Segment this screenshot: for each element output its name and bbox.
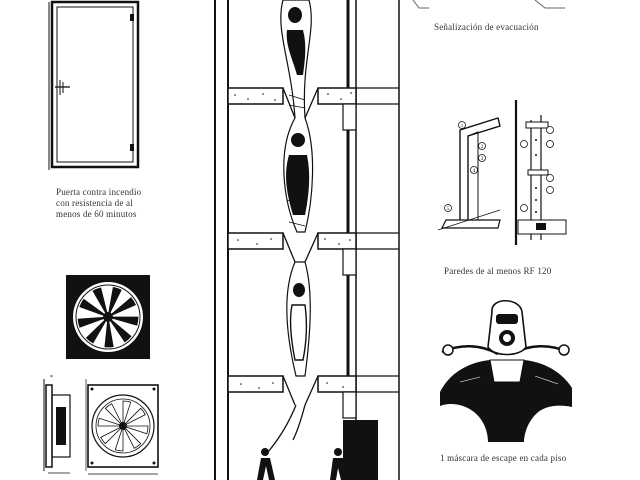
callout-label: 3	[481, 157, 484, 162]
fan-blade	[79, 298, 109, 318]
fan-blade	[122, 425, 142, 449]
fire-door-caption-line: Puerta contra incendio	[56, 187, 142, 197]
fire-door-caption: Puerta contra incendio con resistencia d…	[56, 187, 141, 220]
fire-door-caption-line: con resistencia de al	[56, 198, 133, 208]
signage-caption: Señalización de evacuación	[434, 22, 539, 32]
callout-label: 4	[473, 169, 476, 174]
fan-blade	[107, 286, 122, 318]
fan-blade	[92, 287, 109, 318]
fire-wall-bracket-drawing: 1 2 3 4 5	[438, 100, 567, 245]
fan-blade	[97, 417, 124, 427]
fan-blade	[122, 407, 146, 427]
fan-blade	[114, 425, 124, 452]
fan-blade	[77, 316, 109, 328]
callout-label: 2	[481, 145, 484, 150]
escape-mask-caption: 1 máscara de escape en cada piso	[440, 453, 567, 463]
fan-blade	[107, 316, 139, 326]
ventilation-fan-front-view	[66, 275, 150, 359]
escape-mask-illustration	[440, 299, 572, 442]
fan-blade	[104, 403, 124, 427]
fan-blade	[122, 425, 149, 435]
fan-blade	[107, 297, 136, 318]
stairwell-section-drawing	[214, 0, 400, 480]
fan-blade	[122, 400, 132, 427]
callout-label: 1	[461, 124, 464, 129]
walls-caption: Paredes de al menos RF 120	[444, 266, 552, 276]
evacuation-sign-illustration	[412, 0, 565, 9]
svg-text:*: *	[50, 375, 53, 381]
fan-blade	[107, 316, 132, 343]
fan-blade	[85, 316, 109, 344]
callout-label: 5	[447, 207, 450, 212]
fire-door-caption-line: menos de 60 minutos	[56, 209, 137, 219]
fan-blade	[104, 316, 114, 348]
fan-blade	[100, 425, 124, 445]
ventilation-fan-technical-drawing: *	[43, 375, 159, 475]
fire-door-illustration	[48, 0, 140, 170]
